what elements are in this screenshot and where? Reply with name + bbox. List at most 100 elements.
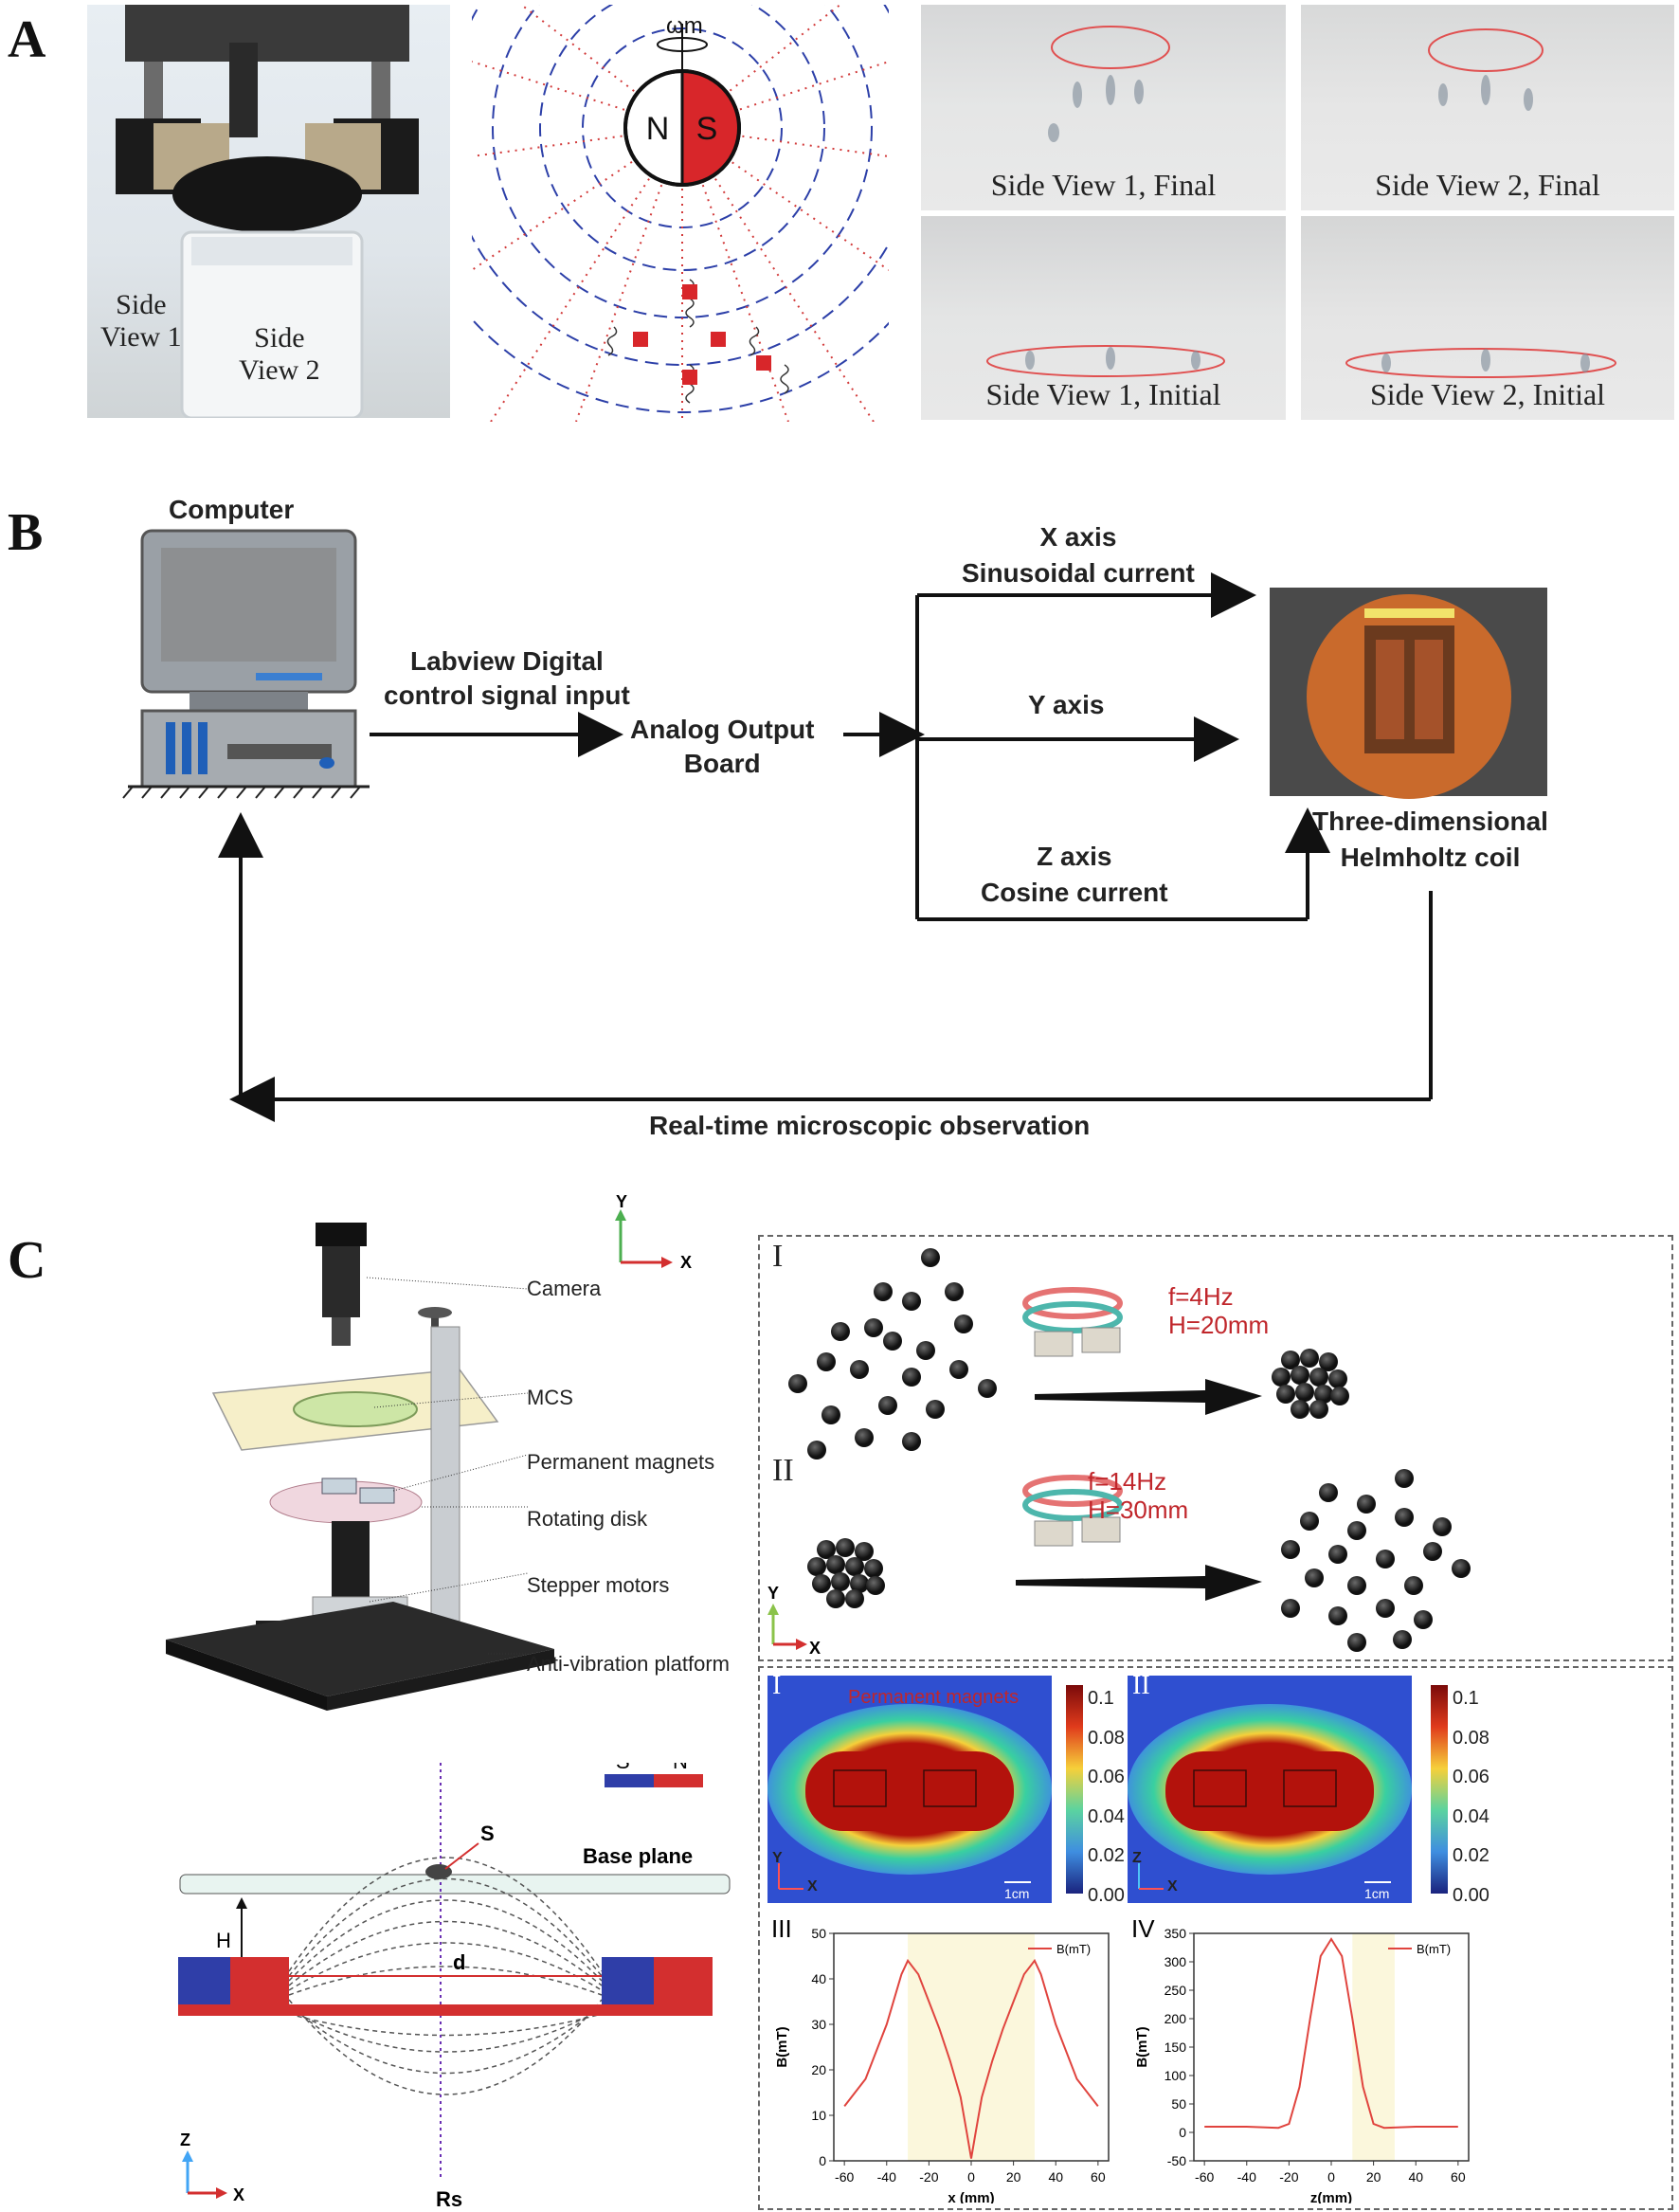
chart-roman-title: III [771,1914,792,1943]
cbar-i-tick: 0.00 [1088,1884,1125,1906]
x-axis-sinusoidal-label: X axis Sinusoidal current [962,522,1195,588]
y-tick-label: 30 [811,2017,826,2032]
y-axis-label: B(mT) [1134,2026,1150,2067]
assembly-process-diagram: Y X [767,1248,1471,1658]
x-tick-label: 0 [967,2169,975,2185]
feedback-label: Real-time microscopic observation [649,1111,1091,1140]
field-axis-x: X [233,2185,244,2204]
y-tick-label: 50 [811,1926,826,1941]
colorbar-ii-ticks: 0.1 0.08 0.06 0.04 0.02 0.00 [1453,1679,1489,1916]
camera-label: Camera [527,1277,602,1300]
y-tick-label: 20 [811,2062,826,2077]
computer-label: Computer [169,495,295,524]
cbar-ii-tick: 0.00 [1453,1884,1489,1906]
h-label: H [216,1929,231,1952]
cbar-ii-tick: 0.06 [1453,1767,1489,1788]
cbar-i-tick: 0.04 [1088,1805,1125,1827]
process-i-frequency: f=4Hz [1168,1282,1234,1311]
s-label: S [480,1822,495,1845]
x-tick-label: -40 [1237,2169,1256,2185]
x-axis-label: x (mm) [948,2190,994,2203]
x-tick-label: -60 [835,2169,854,2185]
d-label: d [453,1950,465,1974]
y-tick-label: 300 [1164,1954,1187,1969]
y-tick-label: -50 [1167,2153,1186,2168]
apparatus-axis-y: Y [616,1194,627,1211]
legend-n: N [673,1763,688,1773]
anti-vibration-platform-label: Anti-vibration platform [527,1652,730,1676]
x-tick-label: -60 [1195,2169,1214,2185]
omega-label: ωm [666,13,703,39]
apparatus-photo: Side View 1 Side View 2 [87,5,450,418]
y-tick-label: 350 [1164,1926,1187,1941]
process-ii-height: H=30mm [1088,1496,1189,1524]
cbar-ii-tick: 0.1 [1453,1688,1479,1709]
y-tick-label: 40 [811,1971,826,1986]
y-tick-label: 200 [1164,2011,1187,2026]
cbar-i-tick: 0.02 [1088,1845,1125,1867]
apparatus-photo-drawing [116,5,419,418]
colorbar-i-ticks: 0.1 0.08 0.06 0.04 0.02 0.00 [1088,1679,1125,1916]
x-tick-label: 40 [1048,2169,1063,2185]
heatmap-ii-roman: II [1132,1671,1150,1700]
side-view-2-initial-label: Side View 2, Initial [1369,377,1606,411]
apparatus-axes: Y X [615,1194,692,1270]
permanent-magnets-label: Permanent magnets [527,1450,715,1474]
heatmap-i-roman: I [772,1671,782,1700]
heatmap-ii-scale: 1cm [1364,1886,1390,1901]
cbar-ii-tick: 0.02 [1453,1845,1489,1867]
heatmap-annotation: Permanent magnets [848,1687,1020,1708]
control-flow-diagram [122,529,1547,1122]
shaded-region [1352,1933,1395,2161]
shaded-region [908,1933,1035,2161]
side-view-1-final-photo: Side View 1, Final [921,5,1286,210]
side-view-1-final-label: Side View 1, Final [990,168,1217,202]
y-tick-label: 10 [811,2108,826,2123]
x-tick-label: -20 [1279,2169,1298,2185]
heatmap-ii-axis-h: X [1167,1878,1178,1895]
heatmap-i-axis-h: X [807,1878,818,1895]
magnet-s-label: S [696,111,718,147]
x-tick-label: 0 [1327,2169,1335,2185]
rotating-disk-label: Rotating disk [527,1507,648,1531]
series-line [843,1958,1099,2159]
field-axis-z: Z [180,2130,190,2149]
magnet-field-lines-diagram: S N Base plane H S d Rs Z X [178,1763,731,2211]
legend-s: S [616,1763,630,1773]
x-tick-label: -40 [877,2169,896,2185]
x-tick-label: 60 [1451,2169,1466,2185]
cbar-i-tick: 0.08 [1088,1727,1125,1749]
y-tick-label: 50 [1171,2096,1186,2112]
base-plane-label: Base plane [583,1844,693,1868]
process-i-height: H=20mm [1168,1311,1270,1339]
side-view-1-initial-photo: Side View 1, Initial [921,216,1286,420]
y-axis-label: Y axis [1028,690,1105,719]
x-tick-label: 20 [1006,2169,1021,2185]
y-tick-label: 100 [1164,2068,1187,2083]
process-ii-frequency: f=14Hz [1088,1467,1167,1496]
legend-label: B(mT) [1056,1942,1091,1956]
apparatus-axis-x: X [680,1253,692,1270]
assembly-process-box [758,1235,1673,1661]
mcs-label: MCS [527,1386,573,1409]
process-roman-ii: II [772,1453,794,1488]
panel-letter-a: A [8,10,46,69]
cbar-ii-tick: 0.04 [1453,1805,1489,1827]
z-axis-cosine-label: Z axis Cosine current [981,842,1168,907]
side-view-2-label: Side View 2 [239,322,320,386]
rs-label: Rs [436,2187,462,2211]
rotating-magnet-field-diagram: N S ωm [472,5,889,422]
cbar-i-tick: 0.06 [1088,1767,1125,1788]
side-view-1-label: Side View 1 [100,289,182,353]
side-view-2-initial-photo: Side View 2, Initial [1301,216,1674,420]
panel-letter-b: B [8,503,44,562]
series-line [1204,1937,1458,2130]
side-view-1-initial-label: Side View 1, Initial [985,377,1221,411]
heatmap-i-scale: 1cm [1004,1886,1030,1901]
process-axis-y: Y [767,1584,779,1603]
heatmap-ii-axis-v: Z [1132,1850,1142,1866]
legend-label: B(mT) [1417,1942,1451,1956]
magnet-n-label: N [646,111,670,147]
x-axis-label: z(mm) [1310,2190,1352,2203]
